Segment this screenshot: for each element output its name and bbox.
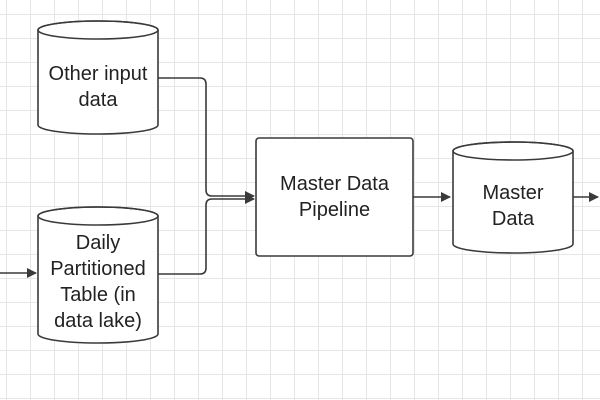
node-other-input-cylinder[interactable] [37,20,159,135]
node-pipeline-box[interactable] [255,137,414,257]
connector-daily-table-to-pipeline[interactable] [158,194,255,275]
node-daily-table-cylinder[interactable] [37,206,159,344]
connector-other-input-to-pipeline[interactable] [158,77,255,201]
node-master-cylinder[interactable] [452,141,574,254]
node-label: Master Data Pipeline [280,173,389,221]
node-label: Other input data [48,63,148,111]
node-label: Daily Partitioned Table (in data lake) [50,232,146,332]
node-label: Master Data [482,182,544,230]
